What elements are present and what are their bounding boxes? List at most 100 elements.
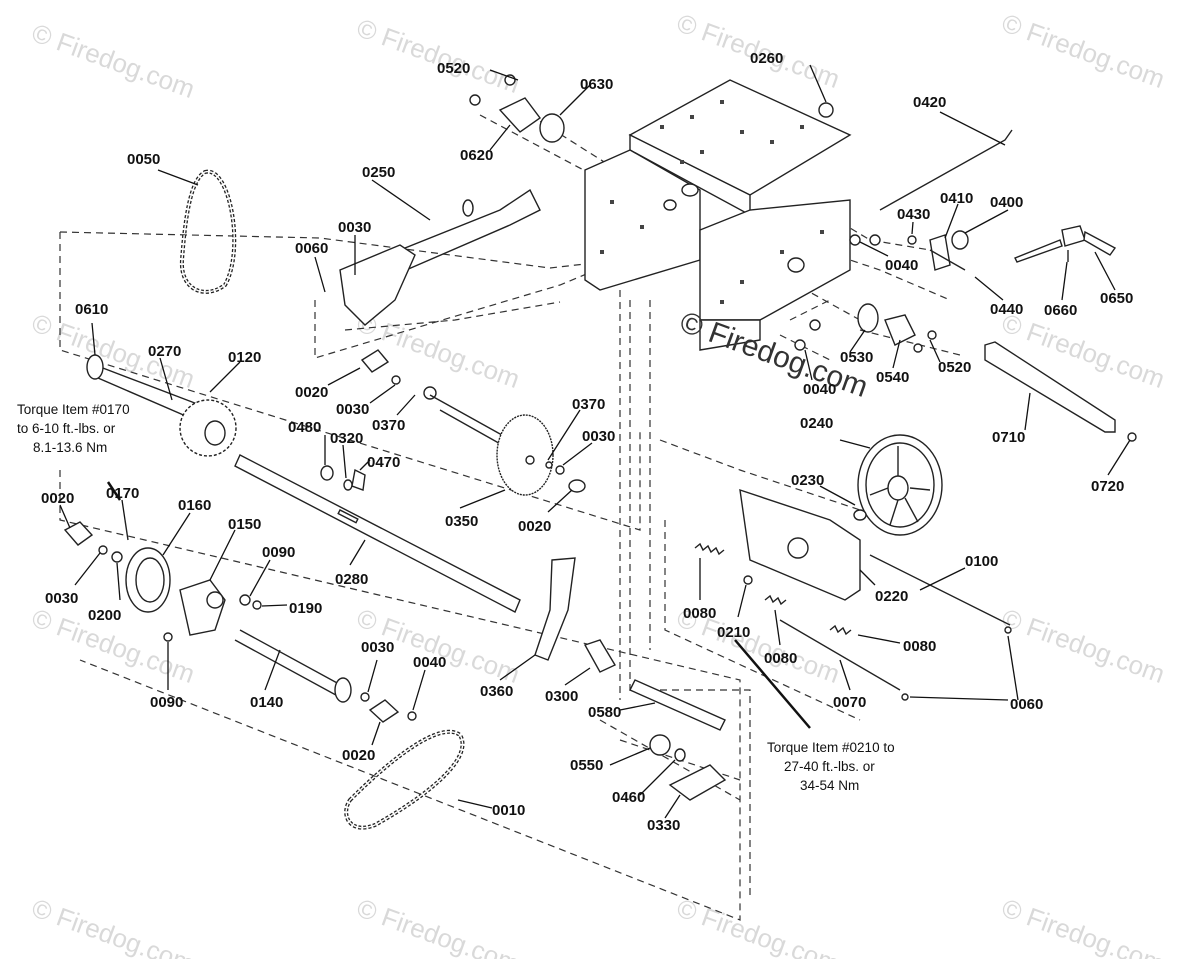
torque-note-line: to 6-10 ft.-lbs. or xyxy=(17,421,116,436)
label-0350: 0350 xyxy=(445,513,478,530)
drive-lever xyxy=(534,557,576,661)
label-0020: 0020 xyxy=(41,490,74,507)
pulley-spacer xyxy=(853,509,867,521)
grommet xyxy=(818,102,834,118)
hex-shaft xyxy=(234,454,521,613)
label-0030: 0030 xyxy=(338,219,371,236)
label-0080: 0080 xyxy=(683,605,716,622)
label-0020: 0020 xyxy=(295,384,328,401)
label-0030: 0030 xyxy=(336,401,369,418)
label-0080: 0080 xyxy=(903,638,936,655)
label-0090: 0090 xyxy=(150,694,183,711)
label-0240: 0240 xyxy=(800,415,833,432)
label-0460: 0460 xyxy=(612,789,645,806)
torque-note-line: 34-54 Nm xyxy=(800,778,859,793)
label-0050: 0050 xyxy=(127,151,160,168)
pulley-wheel xyxy=(857,434,943,536)
label-0040: 0040 xyxy=(885,257,918,274)
label-0410: 0410 xyxy=(940,190,973,207)
label-0300: 0300 xyxy=(545,688,578,705)
label-0160: 0160 xyxy=(178,497,211,514)
label-0270: 0270 xyxy=(148,343,181,360)
watermark: © Firedog.com xyxy=(28,17,199,104)
label-0650: 0650 xyxy=(1100,290,1133,307)
label-0400: 0400 xyxy=(990,194,1023,211)
watermark: © Firedog.com xyxy=(673,892,844,959)
label-0580: 0580 xyxy=(588,704,621,721)
label-0520: 0520 xyxy=(938,359,971,376)
torque-note-0170: Torque Item #0170 to 6-10 ft.-lbs. or 8.… xyxy=(17,402,130,455)
torque-note-line: 8.1-13.6 Nm xyxy=(33,440,107,455)
label-0420: 0420 xyxy=(913,94,946,111)
wheel-hub-group xyxy=(63,519,262,642)
label-0360: 0360 xyxy=(480,683,513,700)
label-0370: 0370 xyxy=(372,417,405,434)
label-0230: 0230 xyxy=(791,472,824,489)
spring-left xyxy=(694,542,725,556)
label-0540: 0540 xyxy=(876,369,909,386)
idler-bracket xyxy=(907,230,969,271)
label-0210: 0210 xyxy=(717,624,750,641)
watermark-layer: © Firedog.com © Firedog.com © Firedog.co… xyxy=(28,7,1169,959)
label-0520: 0520 xyxy=(437,60,470,77)
label-0320: 0320 xyxy=(330,430,363,447)
label-0610: 0610 xyxy=(75,301,108,318)
lower-right-parts xyxy=(583,639,727,801)
watermark: © Firedog.com xyxy=(998,602,1169,689)
label-0550: 0550 xyxy=(570,757,603,774)
bearing-flange-top xyxy=(469,74,565,143)
label-0250: 0250 xyxy=(362,164,395,181)
torque-note-line: Torque Item #0170 xyxy=(17,402,130,417)
label-0530: 0530 xyxy=(840,349,873,366)
friction-disc xyxy=(496,414,554,496)
label-0430: 0430 xyxy=(897,206,930,223)
label-0330: 0330 xyxy=(647,817,680,834)
label-0620: 0620 xyxy=(460,147,493,164)
label-0020: 0020 xyxy=(518,518,551,535)
label-0660: 0660 xyxy=(1044,302,1077,319)
label-0280: 0280 xyxy=(335,571,368,588)
label-0040: 0040 xyxy=(413,654,446,671)
label-0040: 0040 xyxy=(803,381,836,398)
shift-arm xyxy=(339,188,541,326)
label-0470: 0470 xyxy=(367,454,400,471)
torque-note-line: 27-40 ft.-lbs. or xyxy=(784,759,875,774)
leader-lines xyxy=(59,64,1131,819)
idler-shaft xyxy=(869,554,1011,626)
watermark: © Firedog.com xyxy=(998,7,1169,94)
shift-lever xyxy=(1014,225,1117,263)
label-0070: 0070 xyxy=(833,694,866,711)
label-0220: 0220 xyxy=(875,588,908,605)
drive-chain-upper xyxy=(179,169,237,294)
label-0140: 0140 xyxy=(250,694,283,711)
watermark: © Firedog.com xyxy=(998,892,1169,959)
label-0020: 0020 xyxy=(342,747,375,764)
watermark: © Firedog.com xyxy=(353,12,524,99)
parts-layer xyxy=(63,74,1137,830)
label-0630: 0630 xyxy=(580,76,613,93)
bearing-right xyxy=(794,234,937,353)
label-0010: 0010 xyxy=(492,802,525,819)
label-0060: 0060 xyxy=(295,240,328,257)
label-0120: 0120 xyxy=(228,349,261,366)
support-bracket xyxy=(984,341,1116,433)
bearing-group-mid xyxy=(545,461,586,493)
watermark: © Firedog.com xyxy=(28,892,199,959)
label-0030: 0030 xyxy=(582,428,615,445)
label-0440: 0440 xyxy=(990,301,1023,318)
label-0030: 0030 xyxy=(45,590,78,607)
label-0150: 0150 xyxy=(228,516,261,533)
sprocket-axle xyxy=(86,354,237,457)
label-0030: 0030 xyxy=(361,639,394,656)
lower-axle xyxy=(234,629,417,723)
label-0710: 0710 xyxy=(992,429,1025,446)
spring-right xyxy=(829,624,852,636)
label-0090: 0090 xyxy=(262,544,295,561)
label-0100: 0100 xyxy=(965,553,998,570)
label-0260: 0260 xyxy=(750,50,783,67)
frame-housing xyxy=(584,79,852,351)
label-0080: 0080 xyxy=(764,650,797,667)
pivot-shaft xyxy=(779,619,901,691)
label-0480: 0480 xyxy=(288,419,321,436)
